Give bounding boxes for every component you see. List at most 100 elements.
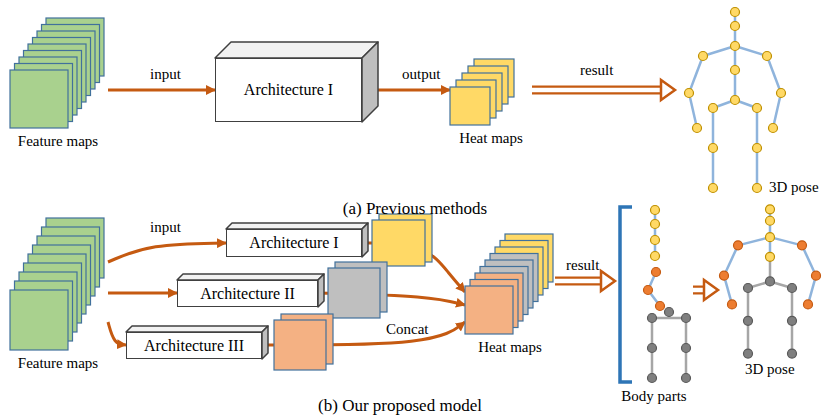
feature-map-stack: Feature maps	[8, 206, 108, 372]
edge-label: result	[580, 62, 613, 78]
joint	[720, 271, 729, 280]
bone	[767, 56, 781, 93]
hollow-arrow-head	[601, 271, 615, 291]
box-top-face	[215, 42, 378, 58]
joint	[644, 286, 653, 295]
bracket	[620, 207, 632, 382]
connector	[108, 90, 215, 91]
joint	[777, 89, 786, 98]
joint	[693, 124, 702, 133]
caption: (b) Our proposed model	[318, 396, 482, 415]
joint	[788, 349, 797, 358]
joint	[709, 104, 718, 113]
connector-line	[108, 243, 226, 262]
box-label: Architecture III	[144, 337, 244, 355]
connector	[693, 280, 718, 300]
joint	[651, 236, 660, 245]
joint	[652, 268, 661, 277]
joint	[744, 349, 753, 358]
joint	[744, 316, 753, 325]
heat-map-square	[372, 220, 425, 266]
joint	[709, 184, 718, 193]
bone	[689, 56, 703, 93]
box-label: Architecture I	[249, 234, 338, 252]
joint	[766, 233, 775, 242]
map-square	[465, 286, 513, 334]
figure-label: Feature maps	[6, 354, 110, 372]
connector	[108, 293, 177, 294]
connector-line	[108, 322, 126, 345]
text-slot: Body parts	[613, 387, 695, 405]
text-slot: 3D pose	[745, 360, 795, 378]
caption: (a) Previous methods	[343, 199, 487, 218]
box-label: Architecture I	[244, 81, 333, 99]
joint	[788, 316, 797, 325]
text-slot: Heat maps	[463, 338, 557, 356]
map-square	[10, 70, 68, 128]
figure-label: Feature maps	[6, 132, 110, 150]
heat-map-stack: Heat maps	[450, 45, 532, 147]
heat-map-square	[328, 268, 380, 318]
joint	[766, 252, 775, 261]
joint	[648, 314, 657, 323]
joint	[731, 96, 740, 105]
text-slot: Architecture I	[244, 81, 333, 99]
joint	[731, 42, 740, 51]
figure-label: Heat maps	[448, 129, 534, 147]
joint	[731, 66, 740, 75]
body-parts-group: Body parts	[615, 205, 693, 405]
joint	[753, 144, 762, 153]
joint	[656, 302, 665, 311]
connector-channel	[555, 279, 601, 284]
text-slot: Architecture I	[249, 234, 338, 252]
bone	[712, 108, 715, 148]
figure-label: 3D pose	[769, 178, 819, 196]
connector	[532, 80, 675, 100]
architecture-box: Architecture I	[226, 229, 362, 257]
joint	[699, 52, 708, 61]
text-slot: Architecture III	[144, 337, 244, 355]
joint	[753, 104, 762, 113]
joint	[651, 206, 660, 215]
box-side-face	[318, 274, 324, 307]
text-slot: Heat maps	[448, 129, 534, 147]
connector	[108, 243, 226, 262]
joint	[648, 374, 657, 383]
joint	[734, 241, 743, 250]
bone	[712, 148, 715, 188]
joint	[685, 89, 694, 98]
box-side-face	[362, 223, 368, 257]
joint	[651, 252, 660, 261]
joint	[728, 300, 737, 309]
joint	[682, 344, 691, 353]
box-side-face	[362, 42, 378, 122]
joint	[651, 220, 660, 229]
edge-label: input	[150, 66, 181, 82]
bone	[654, 210, 657, 256]
edge-label: result	[566, 257, 599, 273]
connector-channel	[693, 288, 704, 293]
pose-figure: 3D pose	[718, 202, 822, 394]
heat-map-stack: Heat maps	[465, 222, 555, 356]
joint	[769, 124, 778, 133]
edge-label: Concat	[386, 321, 429, 337]
architecture-box: Architecture I	[215, 58, 362, 122]
figure-label: 3D pose	[745, 360, 795, 378]
joint	[665, 308, 674, 317]
heat-map-square	[274, 320, 326, 370]
joint	[804, 300, 813, 309]
joint	[798, 241, 807, 250]
bone	[756, 108, 759, 148]
box-label: Architecture II	[200, 285, 295, 303]
text-slot: Architecture II	[200, 285, 295, 303]
joint	[766, 205, 775, 214]
architecture-box: Architecture II	[177, 280, 318, 307]
text-slot: Feature maps	[6, 354, 110, 372]
architecture-box: Architecture III	[126, 332, 262, 359]
joint	[731, 22, 740, 31]
text-slot: 3D pose	[769, 178, 819, 196]
skeleton-drawing	[675, 4, 822, 198]
connector-outline	[532, 86, 661, 95]
box-side-face	[262, 326, 268, 359]
